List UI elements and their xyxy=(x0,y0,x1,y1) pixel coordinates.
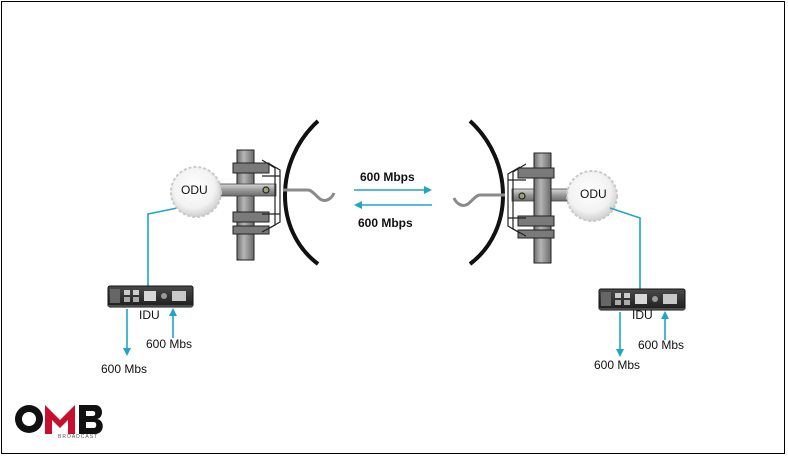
left-idu-tx-rate: 600 Mbs xyxy=(146,337,193,351)
left-feed-horn xyxy=(283,188,336,202)
right-idu-tx-rate: 600 Mbs xyxy=(638,338,685,352)
right-idu-rx-rate: 600 Mbs xyxy=(594,358,641,372)
left-dish-bracket xyxy=(261,159,281,233)
right-idu-label: IDU xyxy=(632,308,653,322)
left-odu xyxy=(170,166,222,218)
left-idu-unit xyxy=(107,285,194,308)
right-feed-horn xyxy=(452,193,505,207)
right-odu xyxy=(566,170,618,222)
right-cable xyxy=(609,207,641,289)
logo-tagline: BROADCAST xyxy=(58,434,99,440)
right-idu-unit xyxy=(598,288,686,311)
right-dish-bracket xyxy=(507,163,527,237)
reverse-link-rate: 600 Mbps xyxy=(358,216,413,230)
omb-logo xyxy=(14,402,104,436)
right-odu-label: ODU xyxy=(580,187,607,201)
left-idu-rx-rate: 600 Mbs xyxy=(101,362,148,376)
left-dish xyxy=(283,119,320,266)
right-mast xyxy=(517,152,555,264)
left-mast xyxy=(232,149,270,261)
right-dish xyxy=(468,119,505,266)
left-odu-label: ODU xyxy=(181,183,208,197)
left-idu-label: IDU xyxy=(139,308,160,322)
left-cable xyxy=(147,205,188,286)
forward-link-rate: 600 Mbps xyxy=(360,170,415,184)
